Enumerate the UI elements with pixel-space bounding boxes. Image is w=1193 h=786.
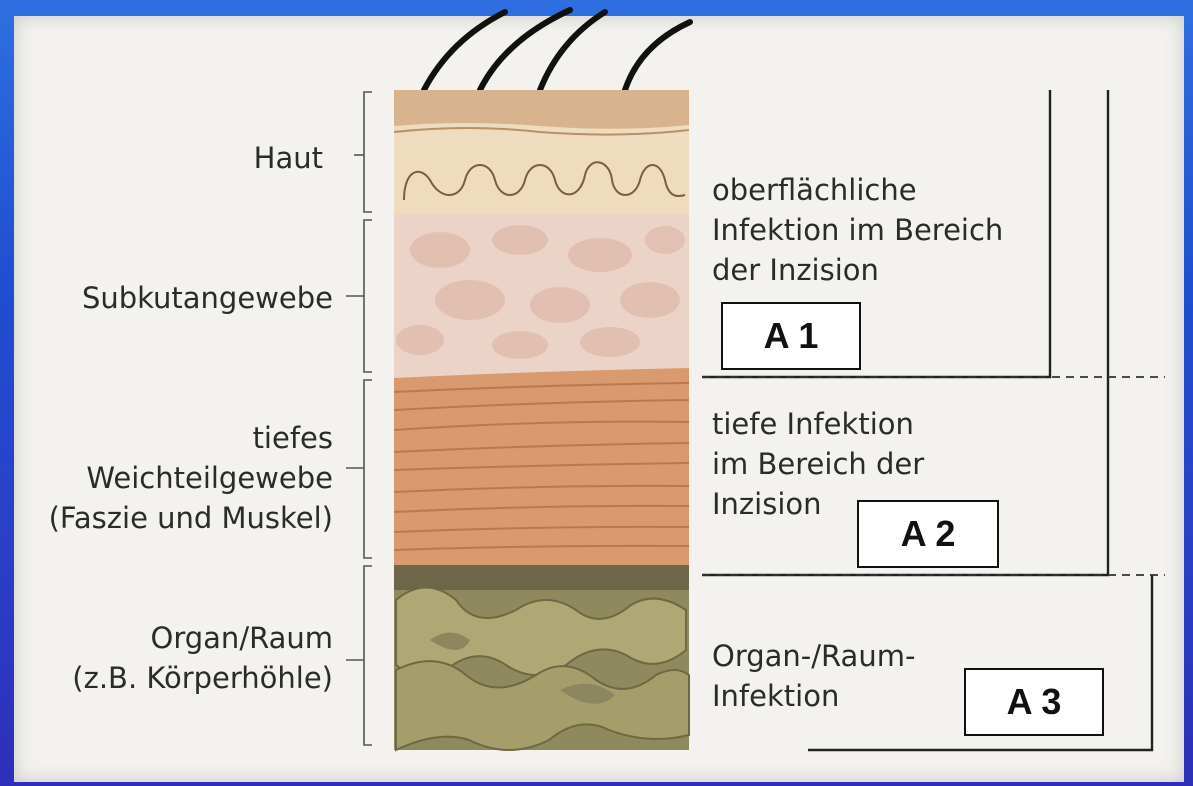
left-brackets xyxy=(346,92,372,745)
label-superficial-infection: oberflächliche Infektion im Bereich der … xyxy=(712,170,1003,290)
label-organ-space-infection: Organ-/Raum- Infektion xyxy=(712,636,915,716)
label-skin: Haut xyxy=(254,138,323,178)
code-box-a1: A 1 xyxy=(721,302,861,370)
hair-strands xyxy=(424,10,690,90)
code-box-a3: A 3 xyxy=(964,668,1104,736)
subcutis-layer xyxy=(394,215,689,378)
organ-space-layer xyxy=(394,560,689,750)
skin-layer xyxy=(394,90,689,215)
label-organ-space: Organ/Raum (z.B. Körperhöhle) xyxy=(72,618,333,698)
label-deep-soft-tissue: tiefes Weichteilgewebe (Faszie und Muske… xyxy=(49,418,333,538)
label-subcutis: Subkutangewebe xyxy=(82,278,333,318)
fascia-muscle-layer xyxy=(394,365,689,565)
code-box-a2: A 2 xyxy=(857,500,999,568)
